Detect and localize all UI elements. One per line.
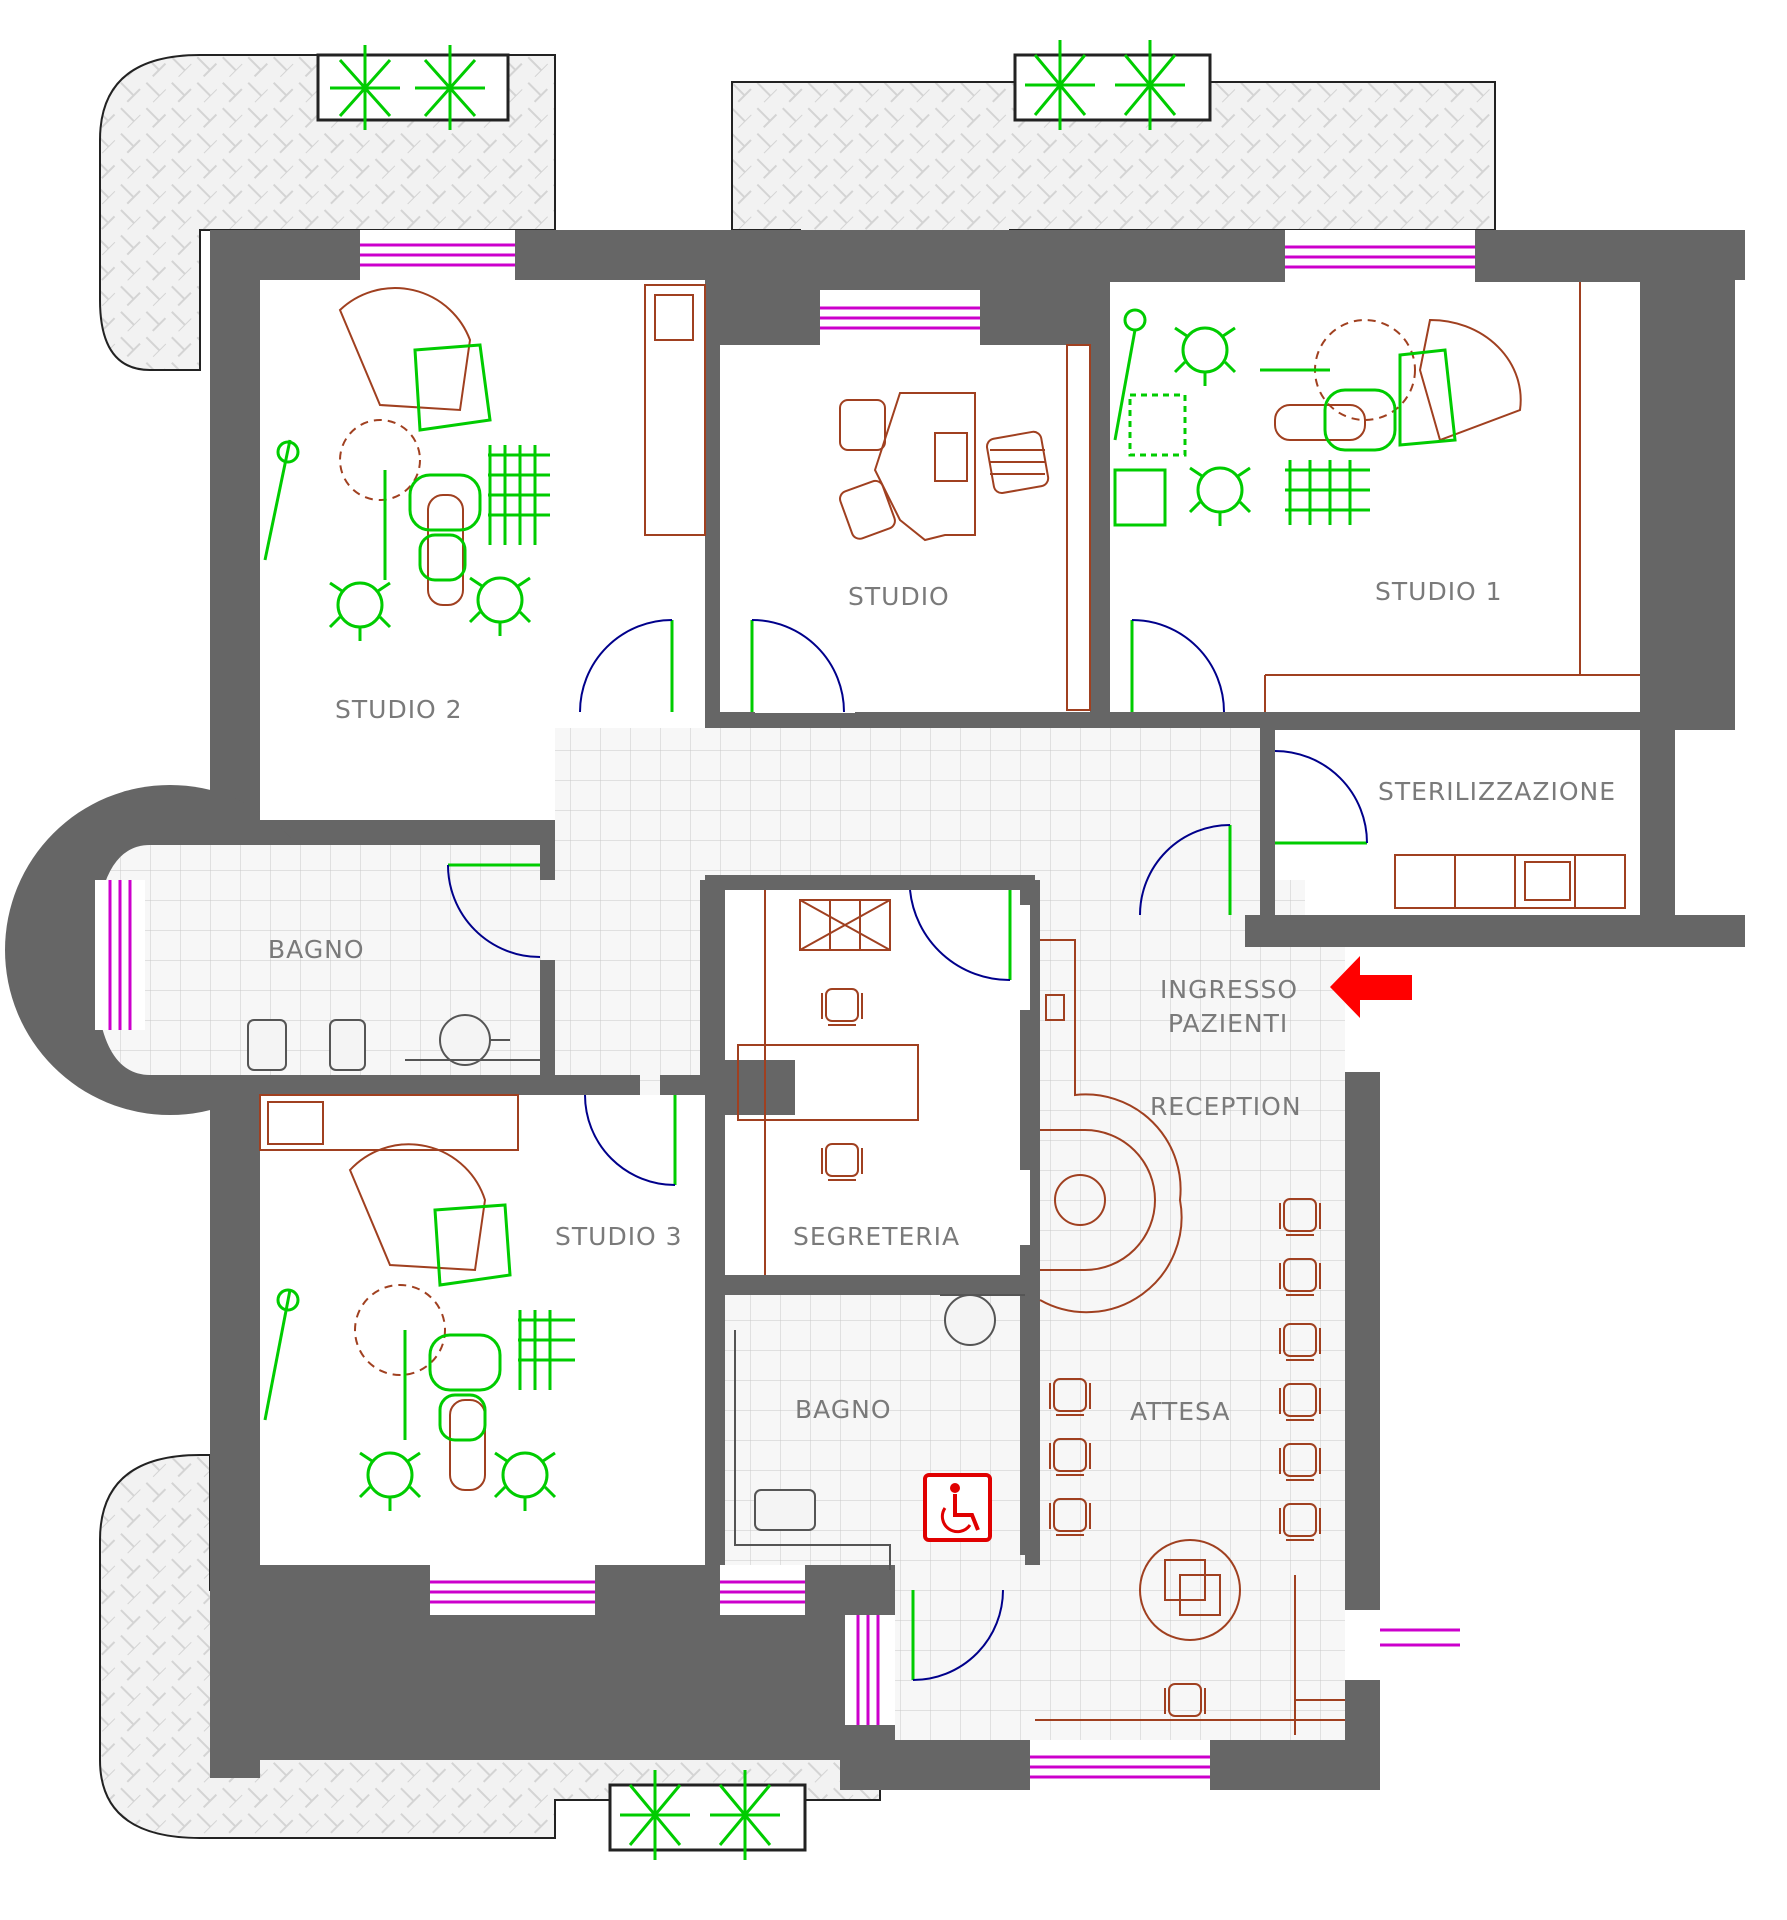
terrace-top-left: [99, 54, 556, 371]
window-studio1: [1285, 230, 1475, 282]
room-labels: STUDIO STUDIO 1 STUDIO 2 STUDIO 3 STERIL…: [268, 577, 1616, 1426]
door-studio2: [579, 619, 674, 713]
door-studio: [750, 619, 845, 713]
label-ingresso: INGRESSO: [1160, 975, 1298, 1004]
door-studio1: [1130, 619, 1225, 713]
label-sterilizzazione: STERILIZZAZIONE: [1378, 777, 1616, 806]
label-reception: RECEPTION: [1150, 1092, 1302, 1121]
label-studio2: STUDIO 2: [335, 695, 463, 724]
door-bagno-center: [911, 1589, 1004, 1681]
red-arrow-icon: [1330, 956, 1412, 1018]
attesa-seating: [1035, 1198, 1345, 1735]
window-attesa-bottom: [1030, 1740, 1210, 1790]
window-attesa-right: [1345, 1610, 1460, 1680]
sterilization-counter: [1394, 854, 1626, 909]
planter-top-left: [316, 45, 510, 130]
doors: [447, 619, 1368, 1681]
label-bagno-center: BAGNO: [795, 1395, 892, 1424]
window-studio3: [430, 1565, 595, 1615]
door-studio3: [584, 1094, 677, 1186]
studio2-dental-unit: [263, 284, 706, 643]
window-corridor-bottom-left: [845, 1615, 895, 1725]
door-hall-east: [1139, 824, 1232, 916]
door-sterilizzazione: [1274, 750, 1368, 845]
door-segreteria: [909, 889, 1012, 982]
window-studio: [820, 290, 980, 345]
segreteria-furniture: [737, 890, 919, 1275]
label-segreteria: SEGRETERIA: [793, 1222, 960, 1251]
label-studio3: STUDIO 3: [555, 1222, 683, 1251]
window-bagno-left: [95, 880, 145, 1030]
door-bagno-left: [447, 863, 541, 958]
label-bagno-left: BAGNO: [268, 935, 365, 964]
bagno-center-fixtures: [734, 1294, 1025, 1570]
windows: [95, 230, 1475, 1790]
planter-top-center: [1013, 40, 1212, 130]
window-studio2: [360, 230, 515, 280]
planter-bottom: [608, 1770, 807, 1860]
label-attesa: ATTESA: [1130, 1397, 1231, 1426]
label-studio: STUDIO: [848, 582, 950, 611]
label-studio1: STUDIO 1: [1375, 577, 1503, 606]
window-bagno-center: [720, 1565, 805, 1615]
bagno-left-fixtures: [247, 1014, 540, 1071]
label-pazienti: PAZIENTI: [1168, 1009, 1288, 1038]
studio-office-furniture: [839, 344, 1091, 711]
wheelchair-icon: [923, 1473, 992, 1542]
studio3-dental-unit: [259, 1094, 575, 1513]
studio1-dental-unit: [1113, 282, 1640, 712]
interior-walls: [260, 280, 1640, 1590]
reception-desk: [1039, 939, 1183, 1314]
